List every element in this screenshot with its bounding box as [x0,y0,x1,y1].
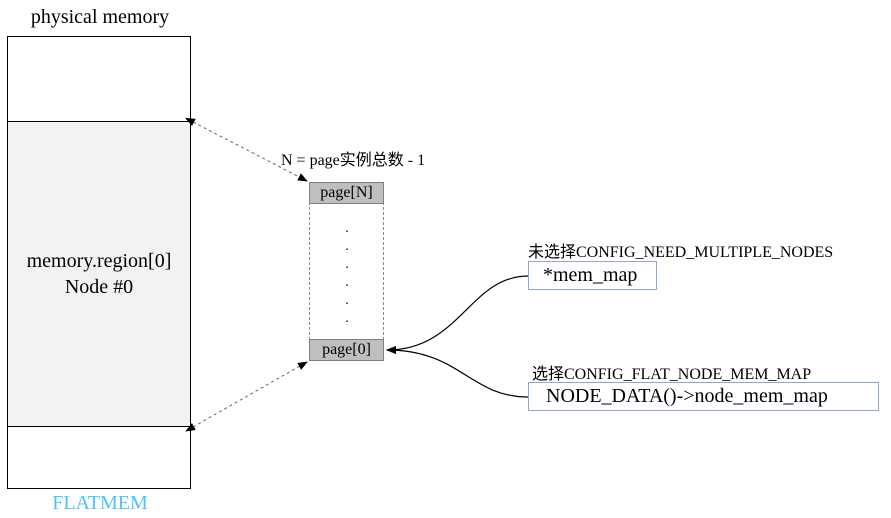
page-count-note: N = page实例总数 - 1 [281,152,426,169]
option-b-label: 选择CONFIG_FLAT_NODE_MEM_MAP [532,366,812,383]
dashed-arrow-top [185,117,308,182]
node-mem-map-box: NODE_DATA()->node_mem_map [528,382,879,411]
physical-memory-title: physical memory [30,6,170,28]
node-label: Node #0 [64,276,134,298]
memory-region-label: memory.region[0] [26,250,172,272]
mem-map-box: *mem_map [528,261,657,290]
flatmem-label: FLATMEM [52,492,148,514]
memory-region-block: memory.region[0] Node #0 [7,121,191,427]
page-0-cell: page[0] [309,339,384,361]
dashed-arrow-bottom [185,361,308,432]
page-ellipsis: . . . . . . [345,221,349,326]
curve-arrow-node-mem-map [386,346,529,398]
page-n-cell: page[N] [309,182,384,204]
option-a-label: 未选择CONFIG_NEED_MULTIPLE_NODES [528,244,834,261]
curve-arrow-mem-map [386,275,529,354]
